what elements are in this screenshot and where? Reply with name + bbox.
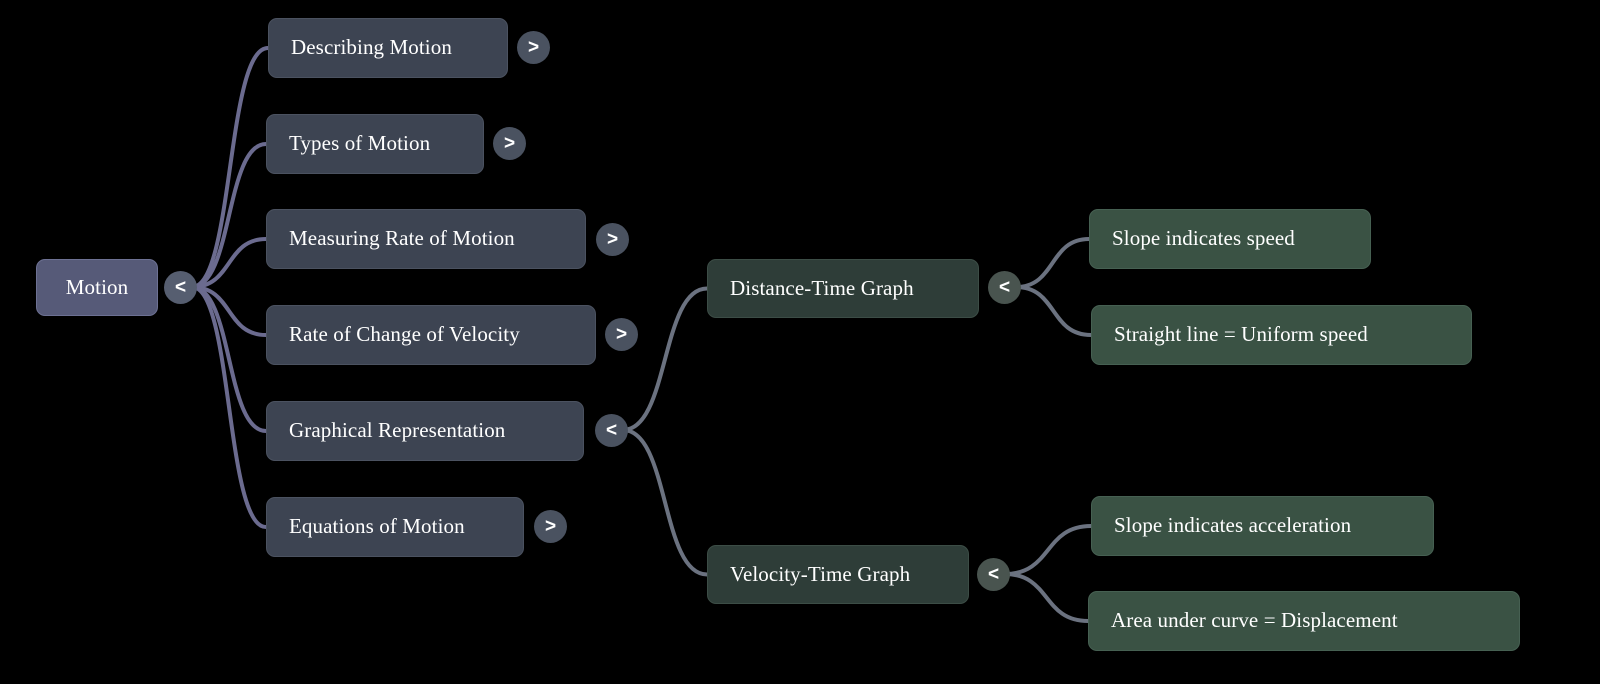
edge — [621, 286, 709, 432]
node-label: Motion — [65, 274, 129, 299]
node-topic-types-of-motion[interactable]: Types of Motion — [266, 114, 484, 174]
node-label: Types of Motion — [289, 131, 431, 156]
node-branch-velocity-time-graph[interactable]: Velocity-Time Graph — [707, 545, 969, 604]
node-label: Distance-Time Graph — [730, 275, 914, 300]
edge — [1014, 237, 1091, 289]
node-label: Rate of Change of Velocity — [289, 322, 520, 347]
node-label: Slope indicates acceleration — [1114, 513, 1352, 538]
edge — [190, 237, 268, 289]
toggle-graphical-representation[interactable]: < — [595, 414, 628, 447]
edge — [190, 142, 268, 289]
toggle-distance-time-graph[interactable]: < — [988, 271, 1021, 304]
toggle-equations-of-motion[interactable]: > — [534, 510, 567, 543]
node-label: Describing Motion — [291, 35, 452, 60]
node-root-motion[interactable]: Motion — [36, 259, 158, 316]
toggle-rate-of-change-of-velocity[interactable]: > — [605, 318, 638, 351]
toggle-measuring-rate-of-motion[interactable]: > — [596, 223, 629, 256]
edge — [190, 285, 268, 433]
node-leaf-slope-indicates-acceleration[interactable]: Slope indicates acceleration — [1091, 496, 1434, 556]
node-topic-measuring-rate-of-motion[interactable]: Measuring Rate of Motion — [266, 209, 586, 269]
toggle-describing-motion[interactable]: > — [517, 31, 550, 64]
edge — [1014, 285, 1093, 337]
node-topic-graphical-representation[interactable]: Graphical Representation — [266, 401, 584, 461]
toggle-root-motion[interactable]: < — [164, 271, 197, 304]
edge — [190, 46, 270, 289]
toggle-velocity-time-graph[interactable]: < — [977, 558, 1010, 591]
edge — [190, 285, 268, 337]
node-leaf-area-under-curve-displacement[interactable]: Area under curve = Displacement — [1088, 591, 1520, 651]
edge — [1003, 524, 1093, 576]
node-label: Area under curve = Displacement — [1111, 608, 1398, 633]
node-label: Straight line = Uniform speed — [1114, 322, 1368, 347]
node-leaf-slope-indicates-speed[interactable]: Slope indicates speed — [1089, 209, 1371, 269]
node-topic-equations-of-motion[interactable]: Equations of Motion — [266, 497, 524, 557]
node-leaf-straight-line-uniform-speed[interactable]: Straight line = Uniform speed — [1091, 305, 1472, 365]
node-label: Graphical Representation — [289, 418, 506, 443]
edge — [621, 428, 709, 577]
node-branch-distance-time-graph[interactable]: Distance-Time Graph — [707, 259, 979, 318]
node-topic-describing-motion[interactable]: Describing Motion — [268, 18, 508, 78]
node-label: Velocity-Time Graph — [730, 561, 911, 586]
node-label: Equations of Motion — [289, 514, 465, 539]
node-topic-rate-of-change-of-velocity[interactable]: Rate of Change of Velocity — [266, 305, 596, 365]
edge — [1003, 572, 1090, 623]
toggle-types-of-motion[interactable]: > — [493, 127, 526, 160]
node-label: Measuring Rate of Motion — [289, 226, 515, 251]
node-label: Slope indicates speed — [1112, 226, 1295, 251]
edge — [190, 285, 268, 529]
